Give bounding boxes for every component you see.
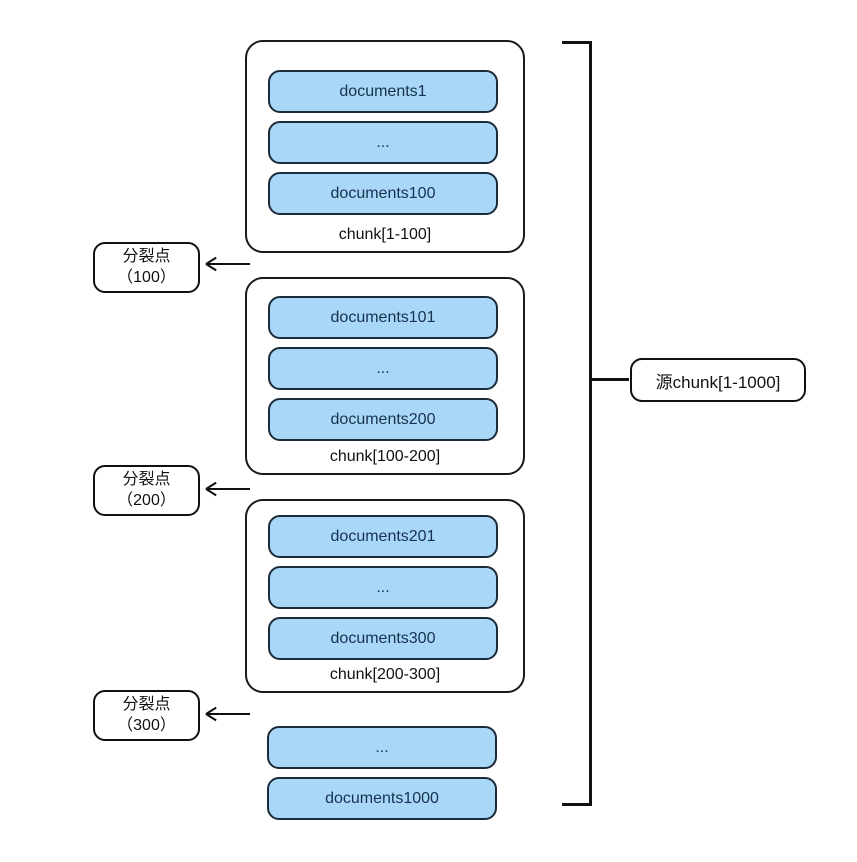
chunk-container-200-300: documents201 ... documents300 chunk[200-… (245, 499, 525, 693)
bracket-bottom-tick (562, 803, 590, 806)
bracket-vertical-line (589, 41, 592, 806)
chunk-container-1-100: documents1 ... documents100 chunk[1-100] (245, 40, 525, 253)
document-ellipsis-box: ... (267, 726, 497, 769)
split-point-box-200: 分裂点 （200） (93, 465, 200, 516)
chunk-label: chunk[100-200] (329, 448, 441, 465)
document-box: documents300 (268, 617, 498, 660)
document-stack: documents101 ... documents200 (268, 296, 498, 441)
split-point-title: 分裂点 (122, 695, 171, 713)
document-ellipsis-box: ... (268, 566, 498, 609)
chunk-container-100-200: documents101 ... documents200 chunk[100-… (245, 277, 525, 475)
split-point-box-100: 分裂点 （100） (93, 242, 200, 293)
document-stack: documents201 ... documents300 (268, 515, 498, 660)
split-point-value: （200） (117, 491, 176, 509)
split-point-title: 分裂点 (122, 470, 171, 488)
left-arrow-icon (206, 263, 250, 265)
document-stack: documents1 ... documents100 (268, 70, 498, 215)
bracket-middle-tick (591, 378, 629, 381)
document-box: documents100 (268, 172, 498, 215)
left-arrow-icon (206, 488, 250, 490)
left-arrow-icon (206, 713, 250, 715)
document-box: documents1000 (267, 777, 497, 820)
document-box: documents1 (268, 70, 498, 113)
document-box: documents201 (268, 515, 498, 558)
document-box: documents200 (268, 398, 498, 441)
bracket-top-tick (562, 41, 590, 44)
chunk-label: chunk[1-100] (338, 226, 432, 243)
document-ellipsis-box: ... (268, 121, 498, 164)
split-point-value: （100） (117, 268, 176, 286)
source-chunk-label: 源chunk[1-1000] (630, 358, 806, 402)
document-ellipsis-box: ... (268, 347, 498, 390)
split-point-value: （300） (117, 716, 176, 734)
split-point-title: 分裂点 (122, 247, 171, 265)
document-box: documents101 (268, 296, 498, 339)
chunk-label: chunk[200-300] (329, 666, 441, 683)
split-point-box-300: 分裂点 （300） (93, 690, 200, 741)
